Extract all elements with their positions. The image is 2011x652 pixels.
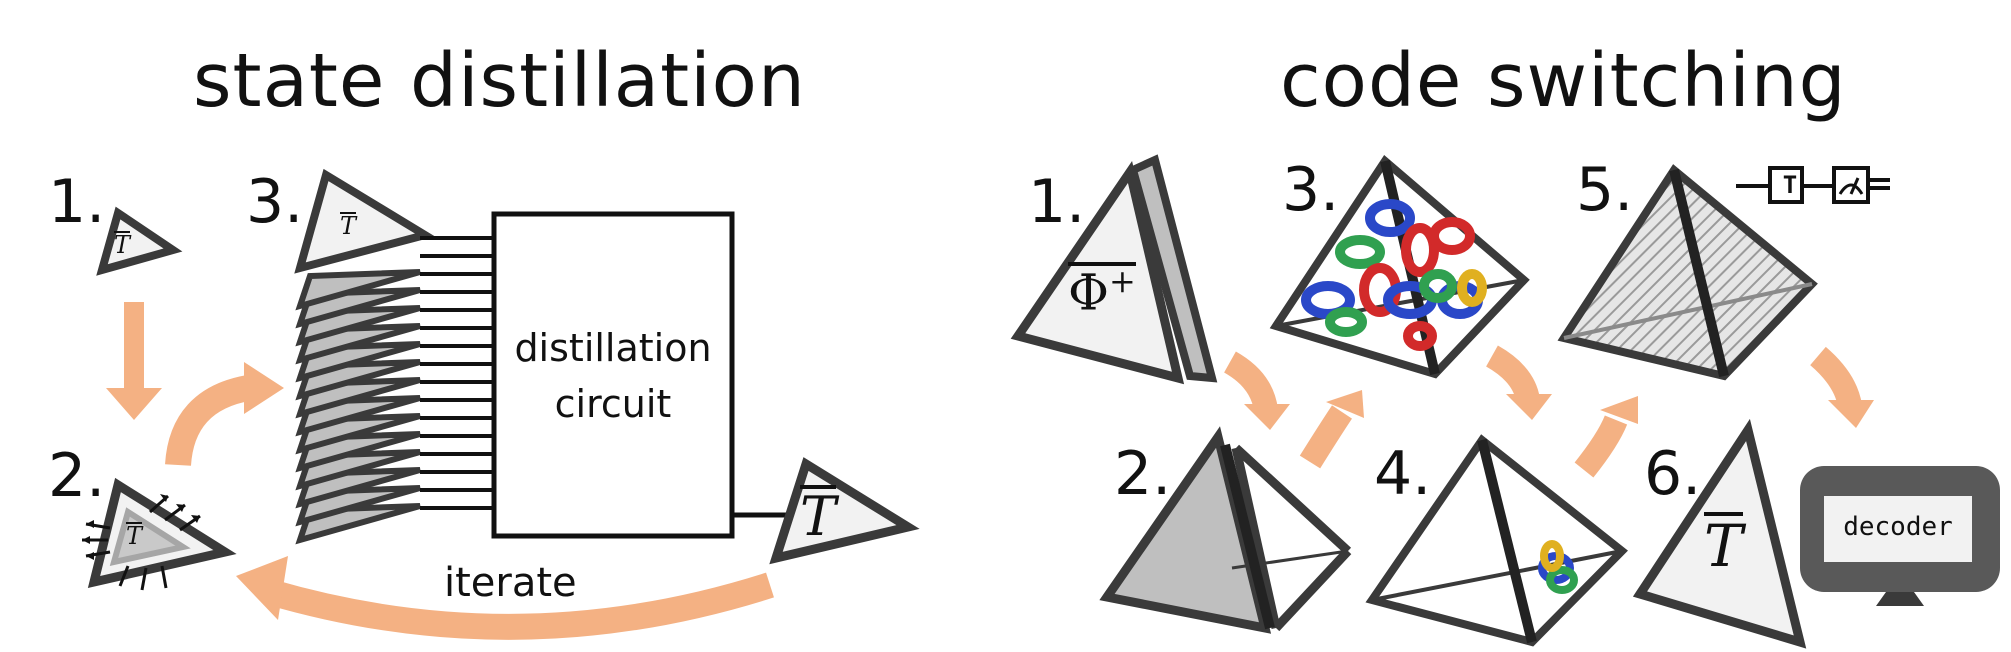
- bell-pair-triangles: [1010, 154, 1218, 385]
- small-loop-cluster: [1538, 540, 1578, 594]
- distillation-circuit-label-2: circuit: [554, 382, 672, 426]
- cs-step-6-label: 6.: [1644, 439, 1702, 509]
- decoder-label: decoder: [1843, 512, 1953, 542]
- triangle-stack: [295, 269, 421, 545]
- input-wires: [420, 236, 494, 510]
- arrow-1-to-2: [106, 302, 162, 420]
- iterate-label: iterate: [444, 560, 577, 606]
- arrow-r-4-5: [1574, 396, 1638, 478]
- t-gate-measurement-circuit: [1736, 166, 1890, 204]
- iterate-arrow: [236, 556, 774, 640]
- t-symbol-step-6: T: [1704, 512, 1743, 580]
- cs-step-2-label: 2.: [1114, 439, 1172, 509]
- output-t-state-triangle: [769, 457, 920, 565]
- t-symbol-step-1: T: [114, 231, 131, 259]
- t-state-triangle-small: [96, 206, 183, 276]
- arrow-r-5-6: [1809, 346, 1874, 428]
- title-state-distillation: state distillation: [193, 38, 806, 124]
- cs-step-3-label: 3.: [1282, 155, 1340, 225]
- t-symbol-output: T: [800, 485, 837, 548]
- decoder-monitor: [1800, 466, 2000, 606]
- tetrahedron-step-3: [1269, 155, 1530, 379]
- title-code-switching: code switching: [1280, 38, 1847, 124]
- tetrahedron-step-2: [1099, 426, 1352, 634]
- noisy-t-state: [82, 477, 237, 591]
- step-3-label: 3.: [246, 167, 304, 237]
- topological-loops: [1301, 199, 1487, 351]
- t-symbol-step-2: T: [126, 522, 143, 550]
- tetrahedron-step-5: [1557, 164, 1818, 381]
- cs-step-5-label: 5.: [1576, 155, 1634, 225]
- cs-step-4-label: 4.: [1374, 439, 1432, 509]
- arrow-r-3-4: [1485, 345, 1552, 420]
- t-state-triangle-top: [294, 168, 436, 274]
- t-state-triangle-step-6: [1632, 418, 1807, 649]
- step-2-label: 2.: [48, 441, 106, 511]
- code-switching-arrows: [1223, 345, 1874, 478]
- phi-plus-symbol: Φ+: [1068, 262, 1136, 322]
- step-1-label: 1.: [48, 167, 106, 237]
- arrow-r-1-2: [1223, 351, 1290, 430]
- t-symbol-step-3: T: [340, 212, 357, 240]
- cs-step-1-label: 1.: [1028, 167, 1086, 237]
- distillation-circuit-label-1: distillation: [514, 326, 712, 370]
- tetrahedron-step-4: [1365, 434, 1628, 647]
- t-gate-label: T: [1782, 171, 1798, 199]
- arrow-2-to-3: [165, 362, 284, 467]
- distillation-circuit-box: [491, 211, 735, 539]
- arrow-r-2-3: [1299, 390, 1364, 469]
